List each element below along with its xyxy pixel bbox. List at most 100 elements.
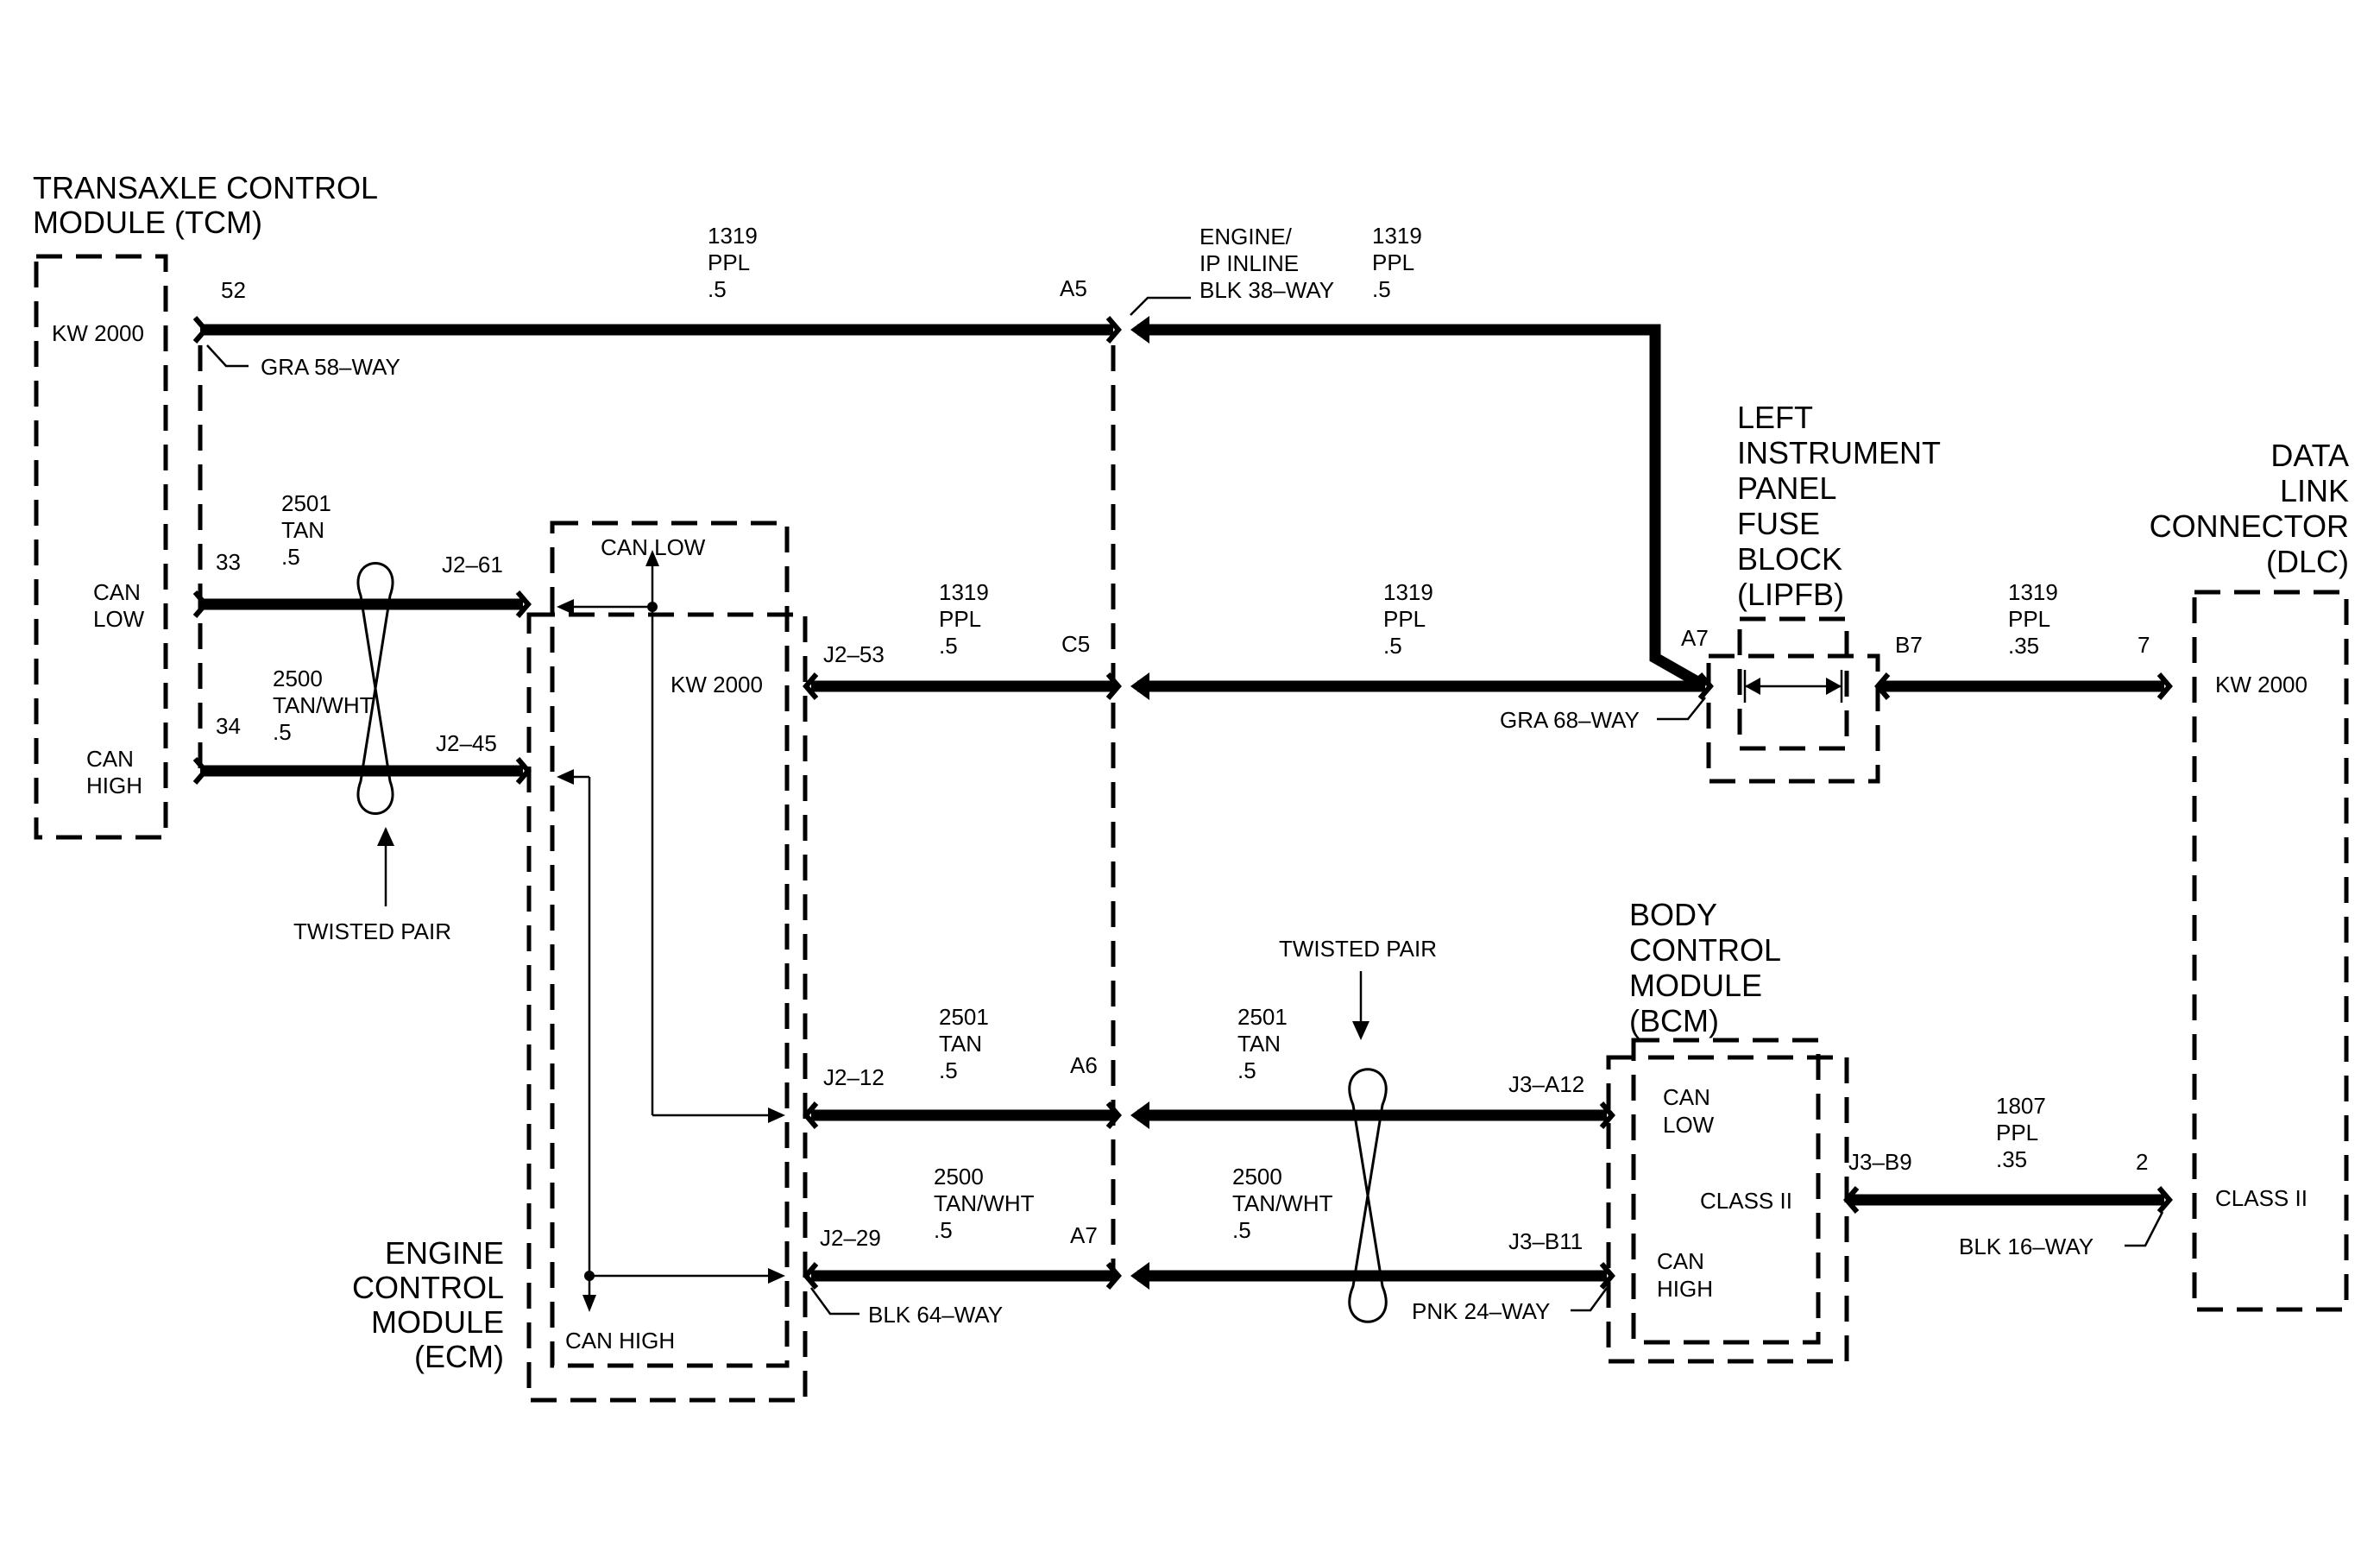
lipfb-inner-box [1737, 616, 1849, 751]
tcm-title-line1: TRANSAXLE CONTROL [33, 170, 378, 205]
bcm-twisted-pair [1348, 971, 1388, 1323]
pin-c5: C5 [1061, 631, 1090, 657]
terminal-marks [192, 316, 2173, 1290]
svg-text:TAN: TAN [1237, 1031, 1281, 1057]
dlc-title-line4: (DLC) [2266, 544, 2349, 579]
wire-label-bcm-low: 2501 TAN .5 [1237, 1004, 1288, 1083]
pin-7: 7 [2138, 632, 2150, 658]
wire-label-class2: 1807 PPL .35 [1996, 1093, 2046, 1172]
connector-blk16: BLK 16–WAY [1959, 1234, 2094, 1259]
connector-gra58: GRA 58–WAY [261, 354, 400, 380]
svg-text:TAN: TAN [939, 1031, 982, 1057]
bcm-can-low-2: LOW [1663, 1112, 1715, 1138]
svg-text:1319: 1319 [1383, 579, 1433, 605]
pin-b7: B7 [1895, 632, 1923, 658]
wire-label-dlc: 1319 PPL .35 [2008, 579, 2058, 659]
svg-text:.5: .5 [708, 276, 727, 302]
bcm-title-line4: (BCM) [1629, 1003, 1719, 1038]
ecm-title-line4: (ECM) [414, 1339, 504, 1374]
wire-1319-inline-lipfb [1137, 324, 1709, 691]
wire-label-top-left: 1319 PPL .5 [708, 223, 758, 302]
dlc-class2-label: CLASS II [2215, 1185, 2308, 1211]
svg-text:.5: .5 [273, 719, 292, 745]
dlc-kw-label: KW 2000 [2215, 672, 2308, 697]
connector-gra68: GRA 68–WAY [1500, 707, 1640, 733]
ecm-kw-label: KW 2000 [671, 672, 763, 697]
bcm-inner-box [1631, 1038, 1821, 1345]
pin-j2-53: J2–53 [823, 641, 885, 667]
inline-female-arrows [1130, 316, 1149, 1290]
svg-text:.5: .5 [1383, 633, 1402, 659]
svg-text:2501: 2501 [1237, 1004, 1288, 1030]
svg-text:.5: .5 [281, 544, 300, 570]
pin-33: 33 [216, 549, 241, 575]
lipfb-title-line1: LEFT [1737, 400, 1813, 435]
wire-label-ecm-c5: 1319 PPL .5 [939, 579, 989, 659]
pin-34: 34 [216, 713, 241, 739]
svg-text:2500: 2500 [1232, 1164, 1282, 1190]
svg-text:.5: .5 [934, 1217, 953, 1243]
svg-text:2500: 2500 [934, 1164, 984, 1190]
svg-text:.35: .35 [2008, 633, 2039, 659]
tcm-kw-label: KW 2000 [52, 320, 144, 346]
svg-text:PPL: PPL [1383, 606, 1426, 632]
ecm-inner-box [550, 521, 790, 1368]
svg-text:2501: 2501 [939, 1004, 989, 1030]
tcm-box [34, 254, 168, 840]
tcm-twisted-pair [356, 562, 394, 906]
pin-j3-b9: J3–B9 [1848, 1149, 1912, 1175]
connector-inline-1: ENGINE/ [1199, 224, 1293, 249]
svg-text:2500: 2500 [273, 666, 323, 691]
wire-label-bcm-high: 2500 TAN/WHT .5 [1232, 1164, 1333, 1243]
svg-text:PPL: PPL [2008, 606, 2050, 632]
svg-text:.35: .35 [1996, 1146, 2027, 1172]
pin-52: 52 [221, 277, 246, 303]
svg-text:.5: .5 [1232, 1217, 1251, 1243]
bcm-can-high-2: HIGH [1657, 1276, 1713, 1302]
lipfb-title-line6: (LIPFB) [1737, 577, 1844, 612]
ecm-can-high-label: CAN HIGH [565, 1328, 675, 1354]
bcm-title-line2: CONTROL [1629, 932, 1781, 968]
svg-text:PPL: PPL [1372, 249, 1414, 275]
pin-a5: A5 [1060, 275, 1087, 301]
pin-j2-29: J2–29 [820, 1225, 881, 1251]
lipfb-internal [1743, 670, 1843, 703]
svg-text:PPL: PPL [1996, 1120, 2038, 1145]
twisted-pair-label-right: TWISTED PAIR [1279, 936, 1437, 962]
svg-text:1319: 1319 [939, 579, 989, 605]
svg-text:PPL: PPL [708, 249, 750, 275]
svg-text:.5: .5 [939, 633, 958, 659]
dlc-title-line3: CONNECTOR [2150, 508, 2349, 544]
svg-text:1319: 1319 [1372, 223, 1422, 249]
ecm-can-routing [557, 550, 785, 1312]
svg-text:.5: .5 [1237, 1057, 1256, 1083]
ecm-can-low-label: CAN LOW [601, 534, 706, 560]
bcm-outer-box [1606, 1055, 1849, 1364]
svg-text:1319: 1319 [2008, 579, 2058, 605]
connector-blk64: BLK 64–WAY [868, 1302, 1003, 1328]
tcm-can-high-1: CAN [86, 746, 134, 772]
lipfb-title-line2: INSTRUMENT [1737, 435, 1941, 470]
pin-2: 2 [2136, 1149, 2148, 1175]
dlc-title-line1: DATA [2270, 438, 2349, 473]
leader-lines [206, 296, 2164, 1316]
bcm-title-line1: BODY [1629, 897, 1717, 932]
wire-label-tcm-low: 2501 TAN .5 [281, 490, 331, 570]
svg-text:TAN/WHT: TAN/WHT [1232, 1190, 1333, 1216]
svg-text:.5: .5 [1372, 276, 1391, 302]
bcm-class2-label: CLASS II [1700, 1188, 1792, 1214]
connector-inline-2: IP INLINE [1199, 250, 1299, 276]
svg-text:.5: .5 [939, 1057, 958, 1083]
bcm-title-line3: MODULE [1629, 968, 1762, 1003]
ecm-title-line2: CONTROL [352, 1270, 504, 1305]
ecm-title-line1: ENGINE [385, 1235, 504, 1271]
lipfb-title-line5: BLOCK [1737, 541, 1842, 577]
wire-label-tcm-high: 2500 TAN/WHT .5 [273, 666, 374, 745]
lipfb-title-line4: FUSE [1737, 506, 1820, 541]
dlc-title-line2: LINK [2280, 473, 2349, 508]
wire-label-ecm-a6: 2501 TAN .5 [939, 1004, 989, 1083]
tcm-can-low-1: CAN [93, 579, 141, 605]
pin-a6: A6 [1070, 1052, 1098, 1078]
connector-inline-3: BLK 38–WAY [1199, 277, 1334, 303]
